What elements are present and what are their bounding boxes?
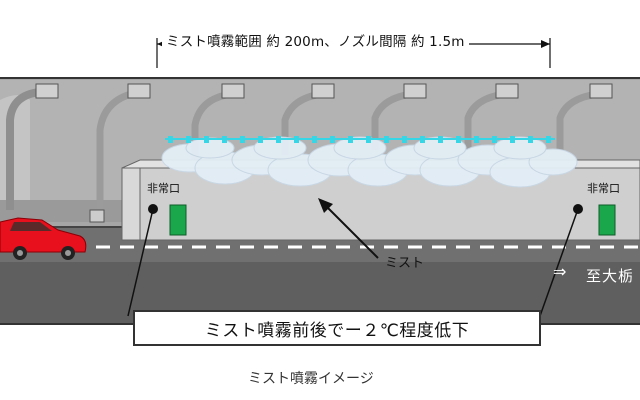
- lamp-head-7: [589, 83, 613, 99]
- lamp-head-2: [127, 83, 151, 99]
- service-wall-side: [121, 167, 141, 241]
- exit-door-right: [598, 204, 616, 236]
- mist-label: ミスト: [385, 256, 425, 271]
- lamp-head-3: [221, 83, 245, 99]
- mist-cloud: [161, 136, 578, 188]
- leader-left: [127, 208, 154, 317]
- mist-arrow-head: [318, 198, 333, 213]
- exit-door-left: [169, 204, 187, 236]
- emergency-exit-label-left: 非常口: [147, 182, 180, 195]
- pillar-base: [89, 209, 105, 223]
- range-arrow-right: [541, 40, 550, 48]
- direction-label: 至大栃: [586, 267, 635, 285]
- direction-arrow-icon: ⇒: [553, 262, 567, 281]
- temperature-callout: ミスト噴霧前後でー２℃程度低下: [133, 310, 541, 346]
- tunnel-left-arch: [6, 88, 41, 210]
- leader-right: [539, 208, 579, 317]
- figure-caption: ミスト噴霧イメージ: [248, 371, 374, 387]
- lamp-head-6: [495, 83, 519, 99]
- red-car: [0, 217, 87, 260]
- mist-arrow-line: [323, 203, 379, 259]
- lamp-head-5: [403, 83, 427, 99]
- lamp-head-4: [311, 83, 335, 99]
- mist-nozzles: [168, 136, 551, 143]
- lamp-heads: [35, 83, 613, 99]
- emergency-exit-label-right: 非常口: [587, 182, 620, 195]
- mist-range-label: ミスト噴霧範囲 約 200m、ノズル間隔 約 1.5m: [162, 30, 469, 50]
- lamp-head-1: [35, 83, 59, 99]
